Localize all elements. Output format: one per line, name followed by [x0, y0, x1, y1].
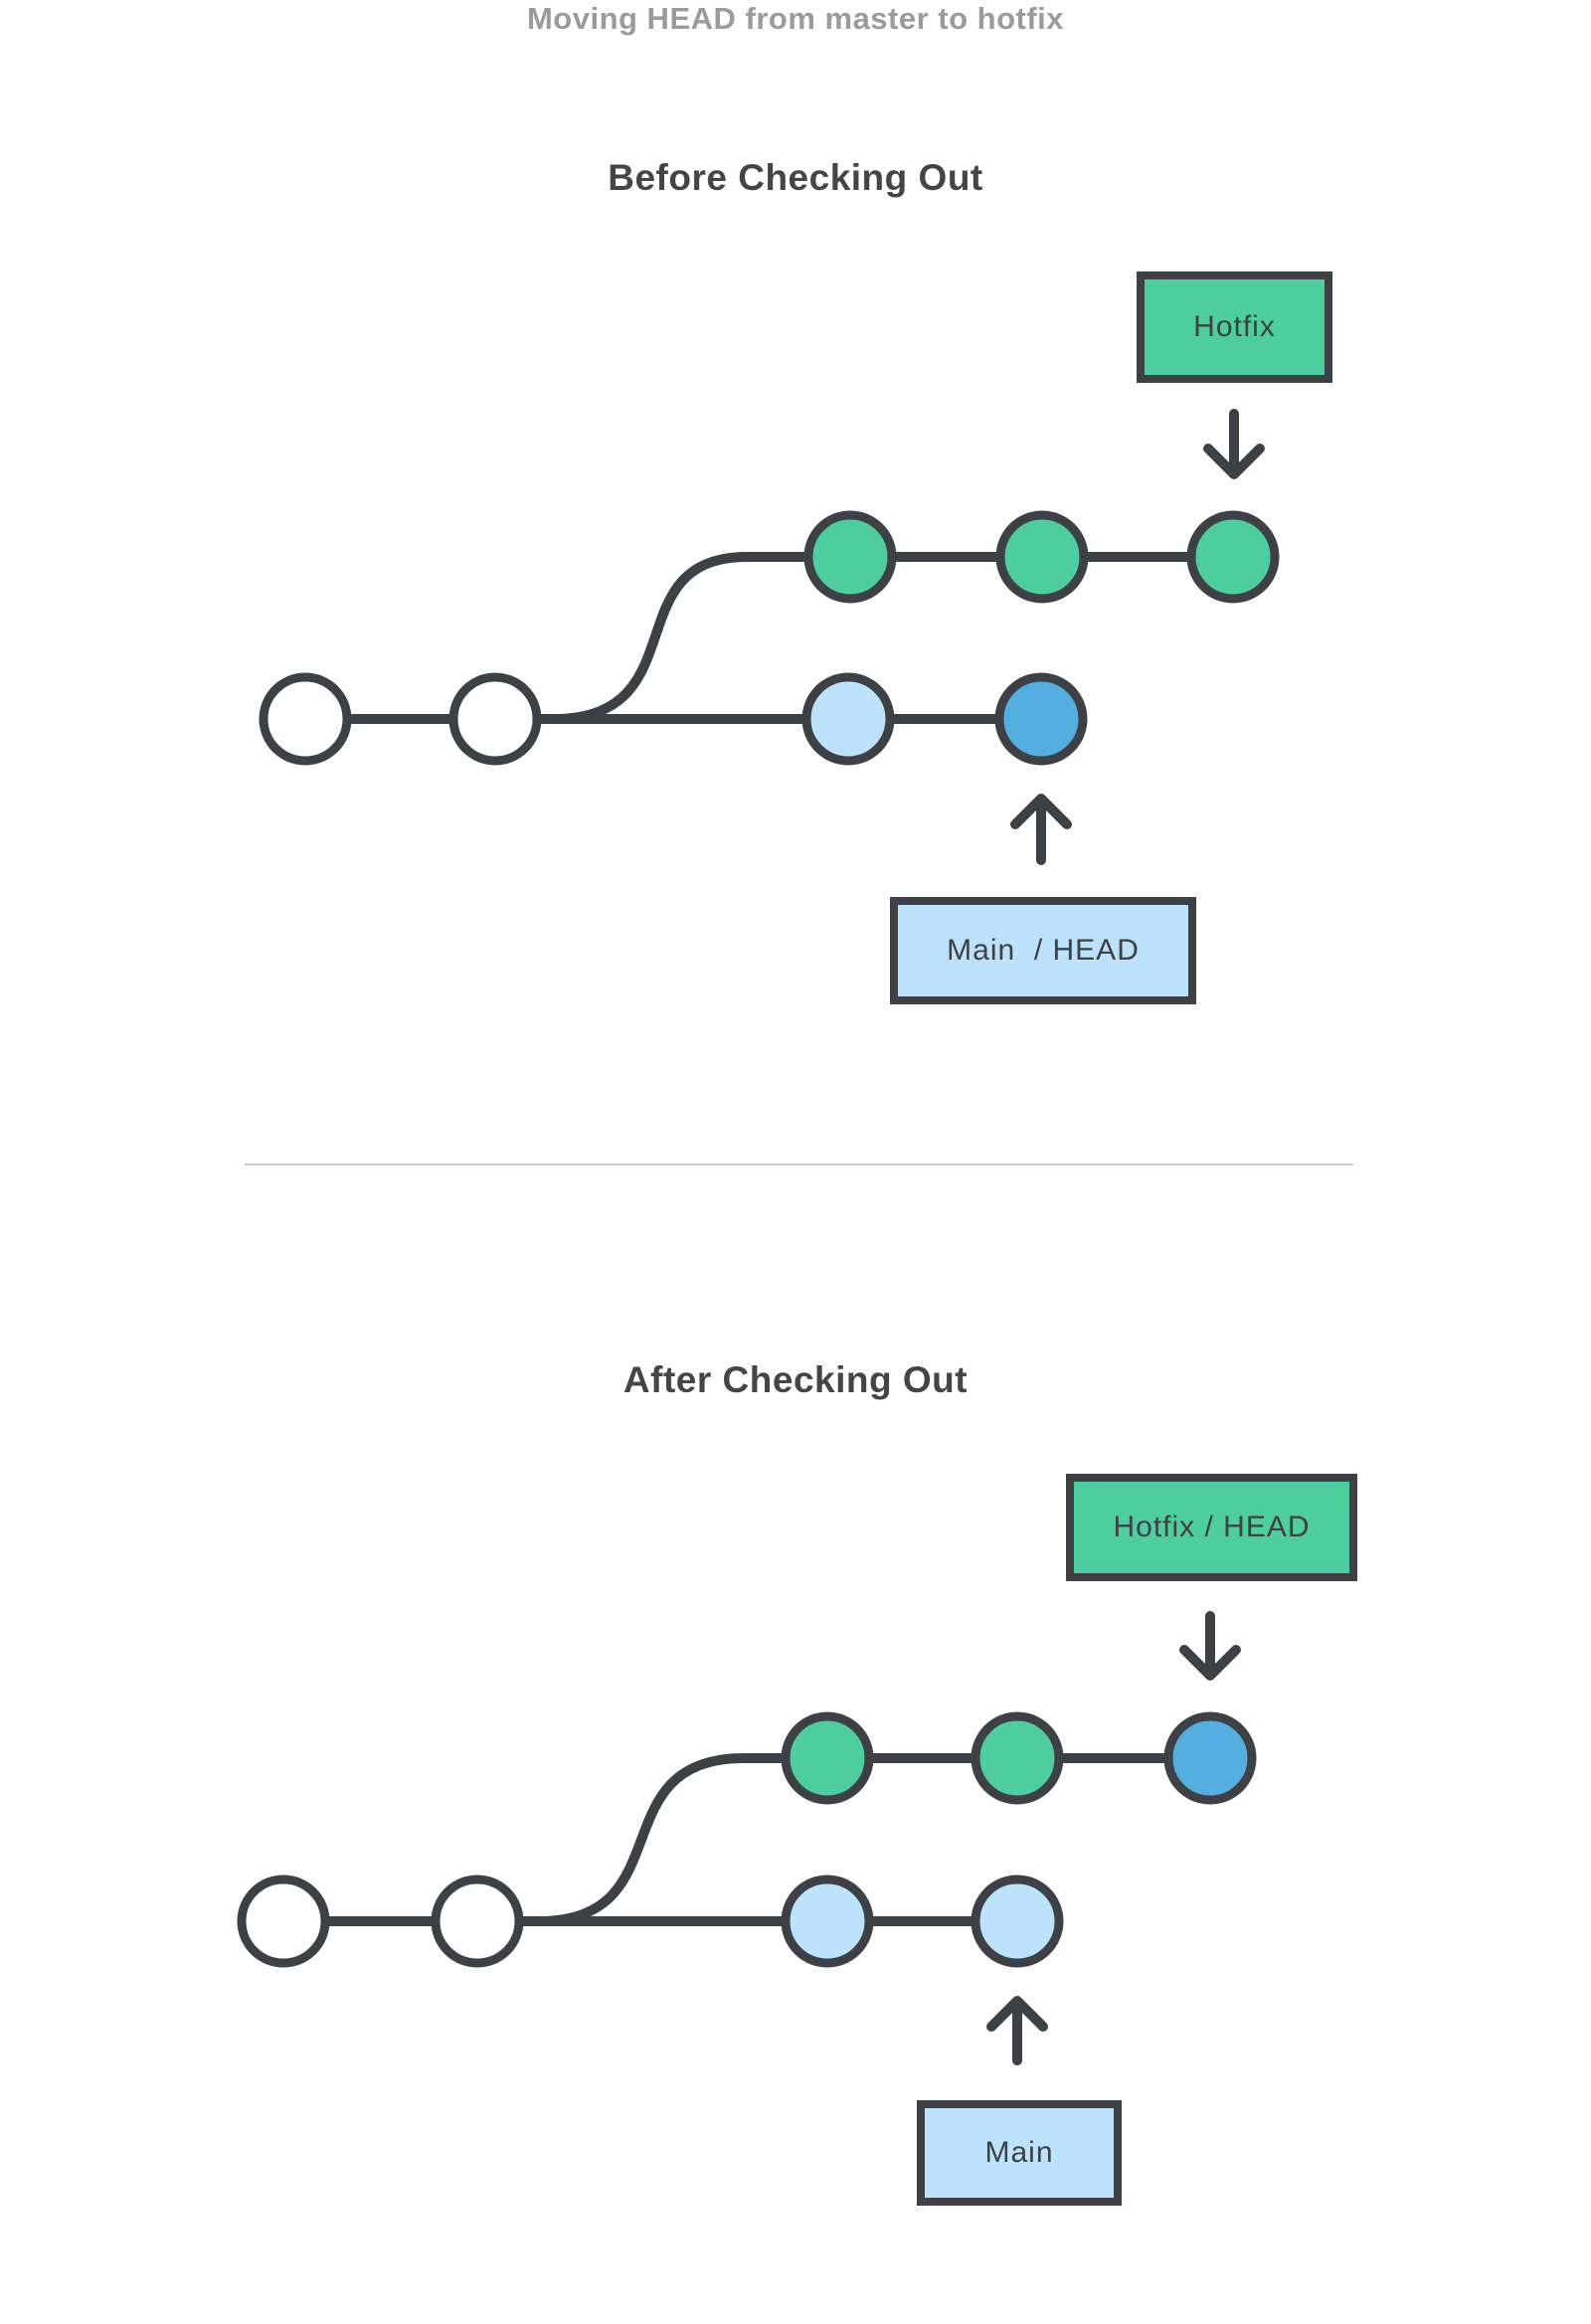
commit-node: [431, 1875, 524, 1968]
hotfix-head-label: Hotfix / HEAD: [1113, 1511, 1311, 1543]
commit-node-hotfix: [803, 510, 897, 604]
up-arrow-icon: [986, 1996, 1048, 2065]
down-arrow-icon: [1203, 409, 1265, 479]
main-head-label: Main / HEAD: [947, 934, 1140, 967]
hotfix-head-label-box: Hotfix / HEAD: [1066, 1474, 1357, 1581]
main-head-label-box: Main / HEAD: [890, 897, 1196, 1004]
commit-node-hotfix-head: [1163, 1711, 1257, 1805]
after-section-heading: After Checking Out: [622, 1359, 969, 1400]
up-arrow-icon: [1010, 794, 1072, 865]
hotfix-branch-label-box: Hotfix: [1137, 271, 1332, 383]
main-label: Main: [984, 2136, 1054, 2169]
commit-node: [448, 672, 542, 766]
main-label-box: Main: [917, 2100, 1122, 2206]
commit-node-hotfix: [971, 1711, 1064, 1805]
section-divider: [245, 1163, 1353, 1165]
commit-node-main-head: [994, 672, 1088, 766]
commit-node-hotfix: [995, 510, 1089, 604]
commit-node-main: [801, 672, 895, 766]
branch-fork-curve: [556, 552, 745, 724]
branch-fork-curve: [541, 1753, 742, 1926]
down-arrow-icon: [1179, 1611, 1241, 1681]
commit-node-hotfix: [781, 1711, 874, 1805]
commit-node-main-tip: [971, 1875, 1064, 1968]
commit-node: [237, 1875, 330, 1968]
commit-node-main: [781, 1875, 874, 1968]
git-graph-after: [237, 1611, 1257, 2065]
before-section-heading: Before Checking Out: [608, 157, 983, 198]
commit-node: [259, 672, 352, 766]
commit-node-hotfix-tip: [1186, 510, 1280, 604]
git-graph-before: [259, 409, 1280, 865]
hotfix-branch-label: Hotfix: [1193, 310, 1276, 343]
page-title: Moving HEAD from master to hotfix: [526, 1, 1065, 36]
